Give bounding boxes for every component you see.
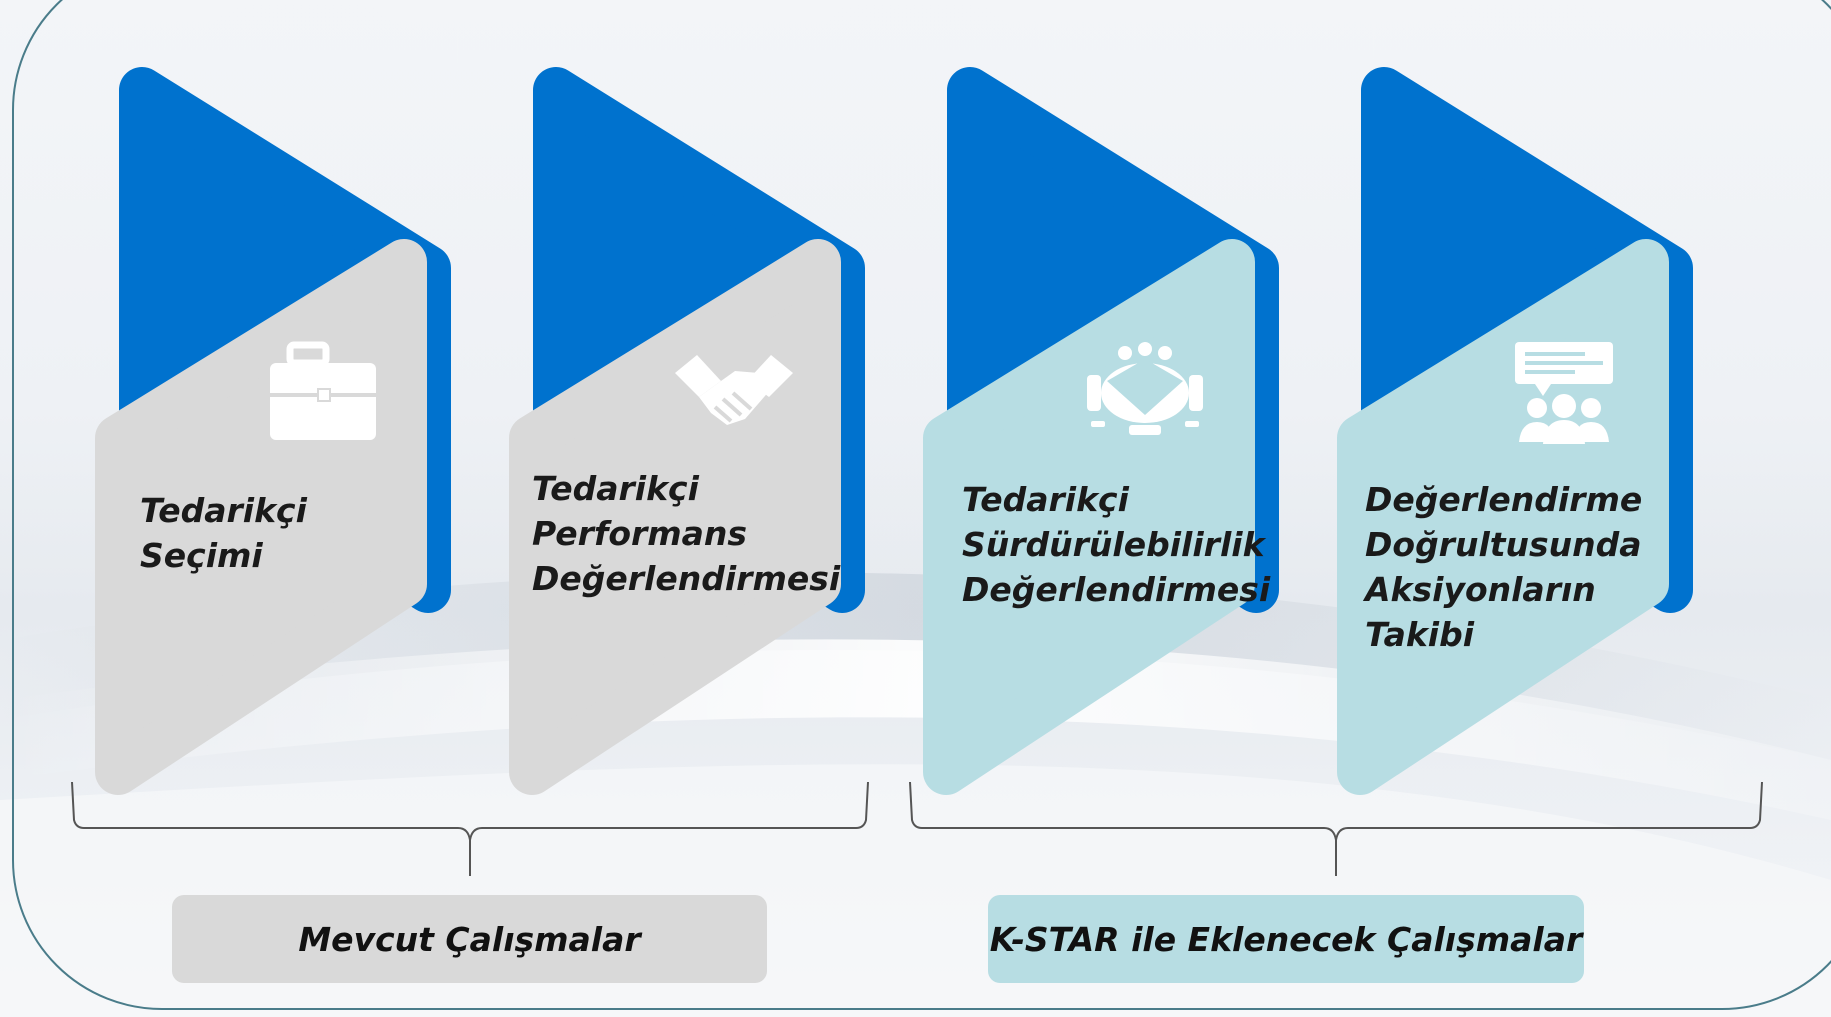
card-4-label-line-1: Değerlendirme — [1365, 480, 1643, 519]
bracket-current — [71, 781, 869, 876]
card-4-label: Değerlendirme Doğrultusunda Aksiyonların… — [1365, 477, 1642, 657]
card-4-label-line-4: Takibi — [1365, 615, 1475, 654]
card-1-label-line-1: Tedarikçi — [140, 491, 307, 530]
card-3-label-line-1: Tedarikçi — [962, 480, 1129, 519]
card-3-label-line-3: Değerlendirmesi — [962, 570, 1271, 609]
group-label-current-text: Mevcut Çalışmalar — [298, 919, 641, 959]
card-2-label-line-3: Değerlendirmesi — [532, 559, 841, 598]
rounded-frame — [12, 0, 1831, 1010]
group-label-kstar: K-STAR ile Eklenecek Çalışmalar — [988, 895, 1584, 983]
process-card-1 — [95, 67, 451, 795]
card-3-label-line-2: Sürdürülebilirlik — [962, 525, 1265, 564]
team-discussion-icon — [1515, 342, 1613, 444]
process-card-4 — [1337, 67, 1693, 795]
card-1-label-line-2: Seçimi — [140, 536, 263, 575]
handshake-icon — [675, 355, 793, 425]
bracket-kstar — [909, 781, 1763, 876]
card-2-label: Tedarikçi Performans Değerlendirmesi — [532, 466, 840, 601]
card-2-label-line-2: Performans — [532, 514, 748, 553]
group-label-kstar-text: K-STAR ile Eklenecek Çalışmalar — [989, 919, 1583, 959]
group-label-current: Mevcut Çalışmalar — [172, 895, 767, 983]
card-4-label-line-3: Aksiyonların — [1365, 570, 1596, 609]
card-1-label: Tedarikçi Seçimi — [140, 488, 307, 578]
card-2-label-line-1: Tedarikçi — [532, 469, 699, 508]
briefcase-icon — [270, 341, 376, 440]
card-4-panel — [1337, 239, 1669, 795]
card-4-label-line-2: Doğrultusunda — [1365, 525, 1642, 564]
meeting-table-icon — [1087, 342, 1203, 435]
process-card-2 — [509, 67, 865, 795]
process-card-3 — [923, 67, 1279, 795]
card-3-label: Tedarikçi Sürdürülebilirlik Değerlendirm… — [962, 477, 1270, 612]
